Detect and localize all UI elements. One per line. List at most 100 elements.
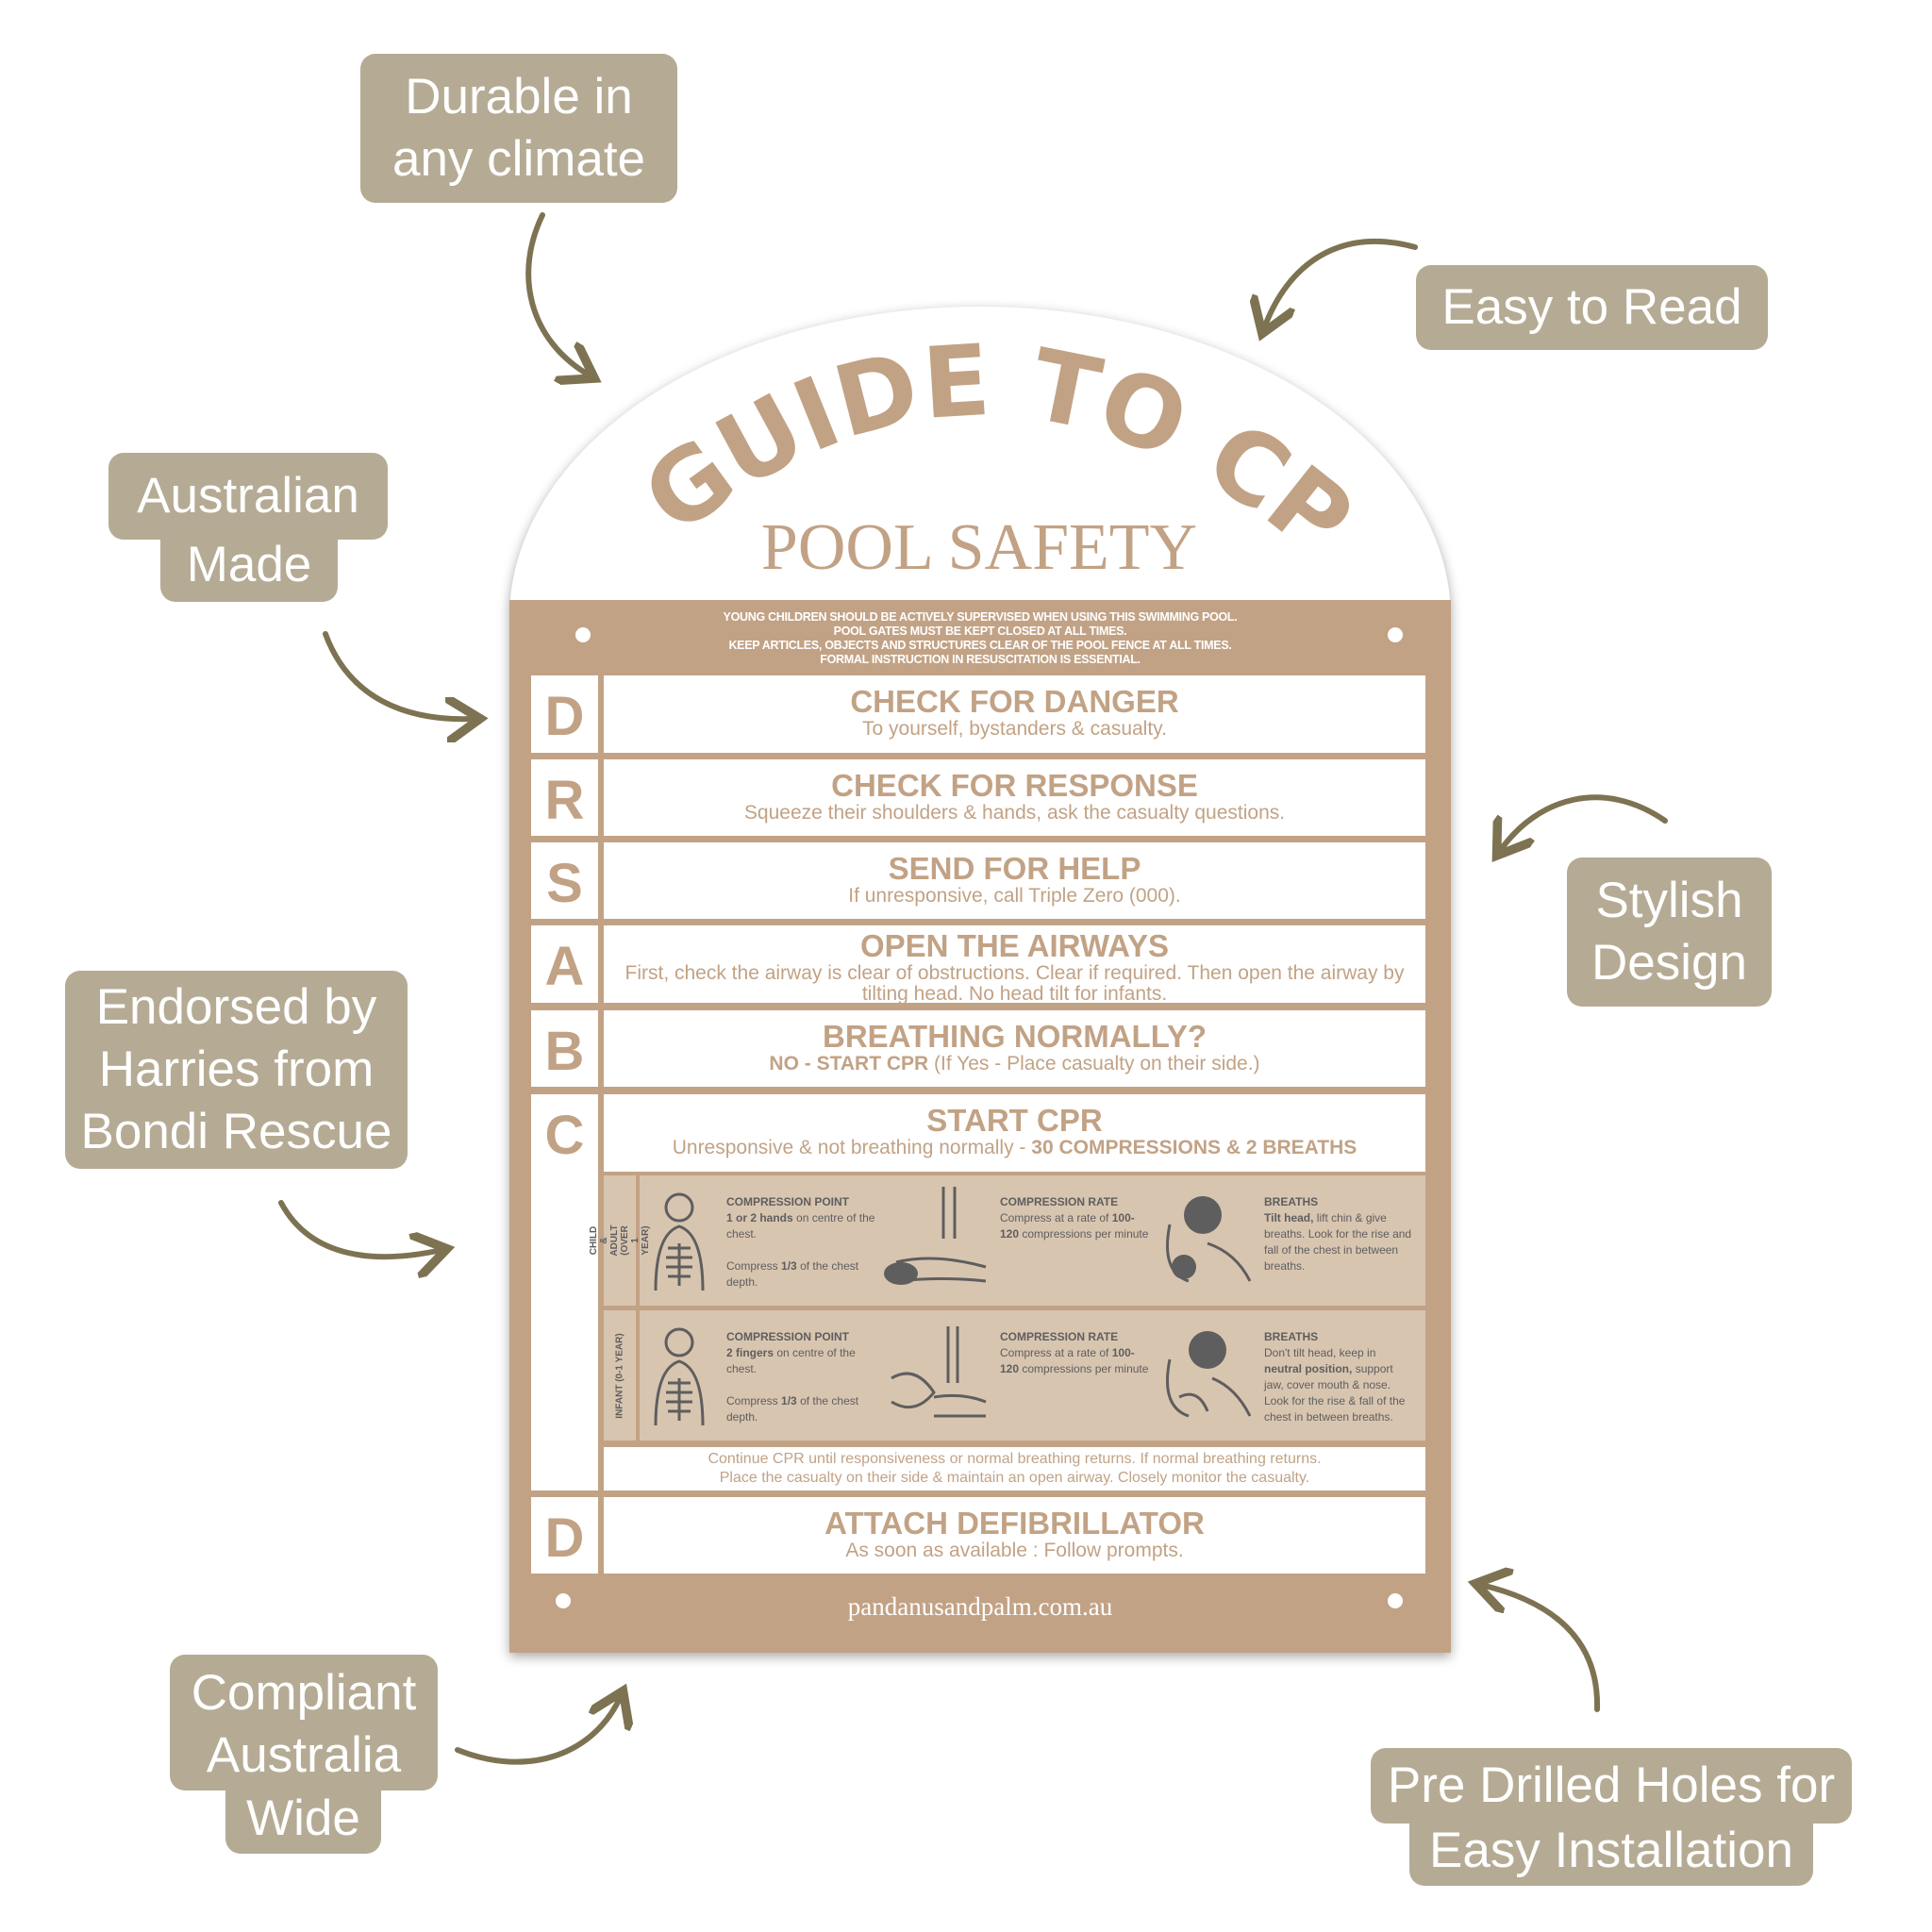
notice-line: YOUNG CHILDREN SHOULD BE ACTIVELY SUPERV… xyxy=(723,610,1238,624)
col-text: of the chest depth. xyxy=(726,1394,859,1424)
step-title: START CPR xyxy=(926,1103,1103,1138)
mounting-hole xyxy=(556,1593,571,1608)
step-breathing: BREATHING NORMALLY?NO - START CPR (If Ye… xyxy=(604,1010,1425,1087)
mounting-hole xyxy=(1388,1593,1403,1608)
col-text: Compress xyxy=(726,1259,778,1273)
step-bold: NO - START CPR xyxy=(769,1053,929,1074)
col-text: Compress xyxy=(726,1394,778,1407)
arrow-endorsed xyxy=(278,1200,441,1257)
col-text: Don't tilt head, keep in xyxy=(1264,1346,1376,1359)
callout-text: any climate xyxy=(391,131,646,187)
label-text: CHILD & ADULT (OVER 1 YEAR) xyxy=(589,1224,651,1257)
callout-text: Design xyxy=(1591,935,1747,991)
letter-d: D xyxy=(531,675,598,753)
letter-r: R xyxy=(531,759,598,836)
continue-cpr-note: Continue CPR until responsiveness or nor… xyxy=(604,1447,1425,1491)
col-text: compressions per minute xyxy=(1022,1227,1149,1241)
compression-icon xyxy=(884,1187,987,1285)
callout-text: Durable in xyxy=(405,69,633,125)
col-title: BREATHS xyxy=(1264,1195,1319,1208)
letter-b: B xyxy=(531,1010,598,1087)
step-title: OPEN THE AIRWAYS xyxy=(859,928,1170,963)
notice-line: FORMAL INSTRUCTION IN RESUSCITATION IS E… xyxy=(820,653,1141,666)
bold-text: Tilt head, xyxy=(1264,1211,1314,1224)
bold-text: 2 fingers xyxy=(726,1346,774,1359)
arrow-stylish xyxy=(1500,794,1668,851)
callout-text: Australian xyxy=(137,468,359,524)
breaths: BREATHS Tilt head, lift chin & give breat… xyxy=(1264,1194,1415,1274)
letter-c: C xyxy=(531,1094,598,1491)
col-text: on centre of the chest. xyxy=(726,1211,875,1241)
breaths-icon xyxy=(1166,1196,1252,1283)
letter-s: S xyxy=(531,842,598,919)
arrow-easy-read xyxy=(1264,238,1418,328)
callout-text: Harries from xyxy=(98,1041,375,1097)
chest-icon xyxy=(654,1192,705,1291)
callout-australian-made: Australian xyxy=(108,453,388,540)
arrow-compliant xyxy=(455,1696,621,1765)
note-line: Place the casualty on their side & maint… xyxy=(719,1470,1310,1486)
callout-text: Wide xyxy=(246,1790,360,1846)
step-title: CHECK FOR DANGER xyxy=(850,684,1179,719)
bold-text: 1/3 xyxy=(781,1259,797,1273)
subtitle-text: POOL SAFETY xyxy=(761,511,1197,584)
step-text: First, check the airway is clear of obst… xyxy=(625,962,1405,1005)
compression-point: COMPRESSION POINT 2 fingers on centre of … xyxy=(726,1329,877,1425)
letter-a: A xyxy=(531,925,598,1003)
step-text: (If Yes - Place casualty on their side.) xyxy=(934,1053,1260,1074)
notice-line: POOL GATES MUST BE KEPT CLOSED AT ALL TI… xyxy=(833,625,1127,638)
col-text: on centre of the chest. xyxy=(726,1346,856,1375)
step-text: To yourself, bystanders & casualty. xyxy=(862,718,1167,740)
callout-text: Australia xyxy=(206,1727,402,1783)
callout-compliant-2: Wide xyxy=(225,1783,381,1854)
bold-text: 1/3 xyxy=(781,1394,797,1407)
callout-easy-read: Easy to Read xyxy=(1416,265,1768,350)
col-title: COMPRESSION POINT xyxy=(726,1330,850,1343)
safety-notice: YOUNG CHILDREN SHOULD BE ACTIVELY SUPERV… xyxy=(509,610,1451,667)
label-text: INFANT (0-1 YEAR) xyxy=(614,1332,625,1419)
infant-panel: INFANT (0-1 YEAR) COMPRESSION POINT 2 fin… xyxy=(604,1310,1425,1441)
callout-text: Easy Installation xyxy=(1429,1823,1793,1878)
callout-text: Pre Drilled Holes for xyxy=(1387,1757,1836,1813)
arrow-predrilled xyxy=(1481,1585,1601,1712)
child-adult-panel: CHILD & ADULT (OVER 1 YEAR) COMPRESSION … xyxy=(589,1175,1425,1306)
callout-predrilled-2: Easy Installation xyxy=(1409,1816,1813,1886)
step-text: Squeeze their shoulders & hands, ask the… xyxy=(743,802,1286,824)
arrow-australian xyxy=(323,631,475,719)
step-title: SEND FOR HELP xyxy=(888,851,1141,886)
col-title: COMPRESSION RATE xyxy=(1000,1330,1119,1343)
col-text: lift chin & give breaths. Look for the r… xyxy=(1264,1211,1412,1273)
chest-icon xyxy=(654,1327,705,1426)
step-text: If unresponsive, call Triple Zero (000). xyxy=(848,885,1181,907)
bold-text: 100-120 xyxy=(1000,1211,1135,1241)
step-title: BREATHING NORMALLY? xyxy=(823,1019,1207,1054)
notice-line: KEEP ARTICLES, OBJECTS AND STRUCTURES CL… xyxy=(728,639,1232,652)
col-title: COMPRESSION POINT xyxy=(726,1195,850,1208)
bold-text: 100-120 xyxy=(1000,1346,1135,1375)
cpr-sign: A GUIDE TO CPR POOL SAFETY YOUNG CHILDRE… xyxy=(509,307,1451,1653)
panel-label: INFANT (0-1 YEAR) xyxy=(604,1310,640,1441)
callout-text: Bondi Rescue xyxy=(80,1104,392,1159)
col-text: of the chest depth. xyxy=(726,1259,859,1289)
col-text: Compress at a rate of xyxy=(1000,1211,1109,1224)
step-bold: 30 COMPRESSIONS & 2 BREATHS xyxy=(1031,1137,1357,1158)
col-text: compressions per minute xyxy=(1022,1362,1149,1375)
callout-text: Endorsed by xyxy=(95,979,377,1035)
callout-text: Made xyxy=(186,537,312,592)
step-text: As soon as available : Follow prompts. xyxy=(845,1540,1184,1561)
infant-compression-icon xyxy=(891,1326,987,1418)
col-text: support jaw, cover mouth & nose. Look fo… xyxy=(1264,1362,1406,1424)
